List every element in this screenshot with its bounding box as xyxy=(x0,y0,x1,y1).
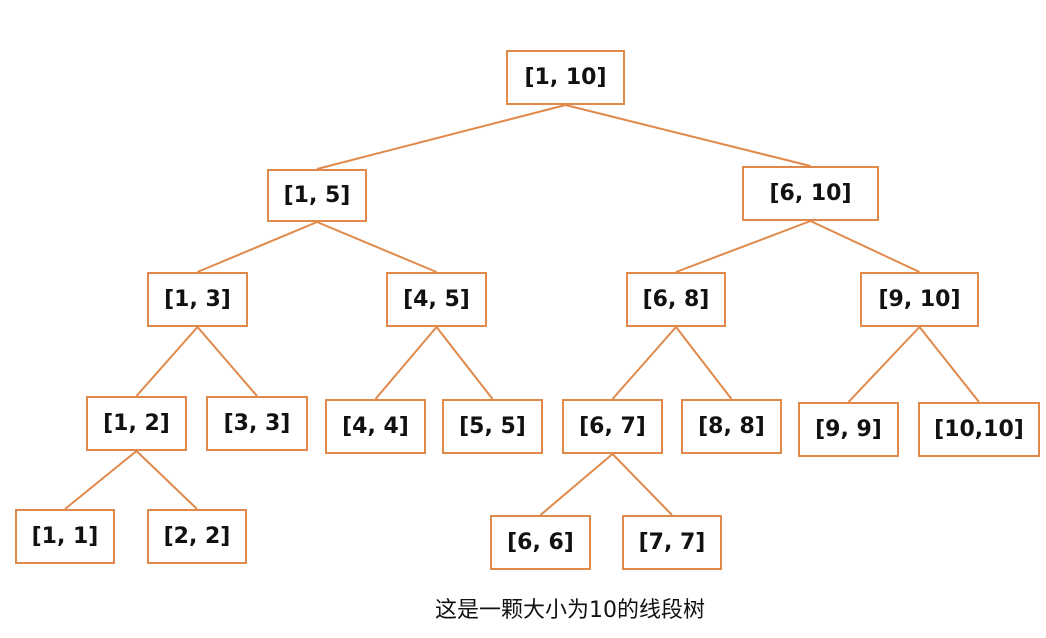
node-6-10: [6, 10] xyxy=(742,166,879,221)
edge-n-6-8-to-n-6-7 xyxy=(611,326,677,400)
node-7-7: [7, 7] xyxy=(622,515,722,570)
edge-n-9-10-to-n-9-9 xyxy=(847,326,921,403)
node-3-3: [3, 3] xyxy=(206,396,308,451)
edge-n-1-3-to-n-3-3 xyxy=(196,326,258,397)
edge-n-1-10-to-n-6-10 xyxy=(565,104,811,167)
node-1-5: [1, 5] xyxy=(267,169,367,222)
edge-n-1-10-to-n-1-5 xyxy=(316,104,566,170)
node-1-3: [1, 3] xyxy=(147,272,248,327)
node-1-1: [1, 1] xyxy=(15,509,115,564)
node-1-10: [1, 10] xyxy=(506,50,625,105)
edge-n-1-3-to-n-1-2 xyxy=(135,326,199,397)
edge-n-9-10-to-n-10-10 xyxy=(918,326,980,403)
node-10-10: [10,10] xyxy=(918,402,1040,457)
node-4-4: [4, 4] xyxy=(325,399,426,454)
node-5-5: [5, 5] xyxy=(442,399,543,454)
edge-n-1-2-to-n-2-2 xyxy=(135,450,198,510)
edge-n-6-7-to-n-7-7 xyxy=(611,453,673,516)
node-8-8: [8, 8] xyxy=(681,399,782,454)
node-2-2: [2, 2] xyxy=(147,509,247,564)
edge-n-1-5-to-n-4-5 xyxy=(316,221,437,273)
edge-n-4-5-to-n-4-4 xyxy=(374,326,438,400)
node-9-9: [9, 9] xyxy=(798,402,899,457)
node-6-6: [6, 6] xyxy=(490,515,591,570)
edge-n-4-5-to-n-5-5 xyxy=(435,326,494,400)
node-6-8: [6, 8] xyxy=(626,272,726,327)
node-9-10: [9, 10] xyxy=(860,272,979,327)
edge-n-6-7-to-n-6-6 xyxy=(539,453,614,516)
edge-n-1-2-to-n-1-1 xyxy=(64,450,138,510)
diagram-caption: 这是一颗大小为10的线段树 xyxy=(435,598,705,623)
edge-n-6-8-to-n-8-8 xyxy=(675,326,733,400)
node-4-5: [4, 5] xyxy=(386,272,487,327)
edge-n-1-5-to-n-1-3 xyxy=(197,221,318,273)
node-1-2: [1, 2] xyxy=(86,396,187,451)
edge-n-6-10-to-n-6-8 xyxy=(675,220,811,273)
edge-n-6-10-to-n-9-10 xyxy=(810,220,920,273)
node-6-7: [6, 7] xyxy=(562,399,663,454)
